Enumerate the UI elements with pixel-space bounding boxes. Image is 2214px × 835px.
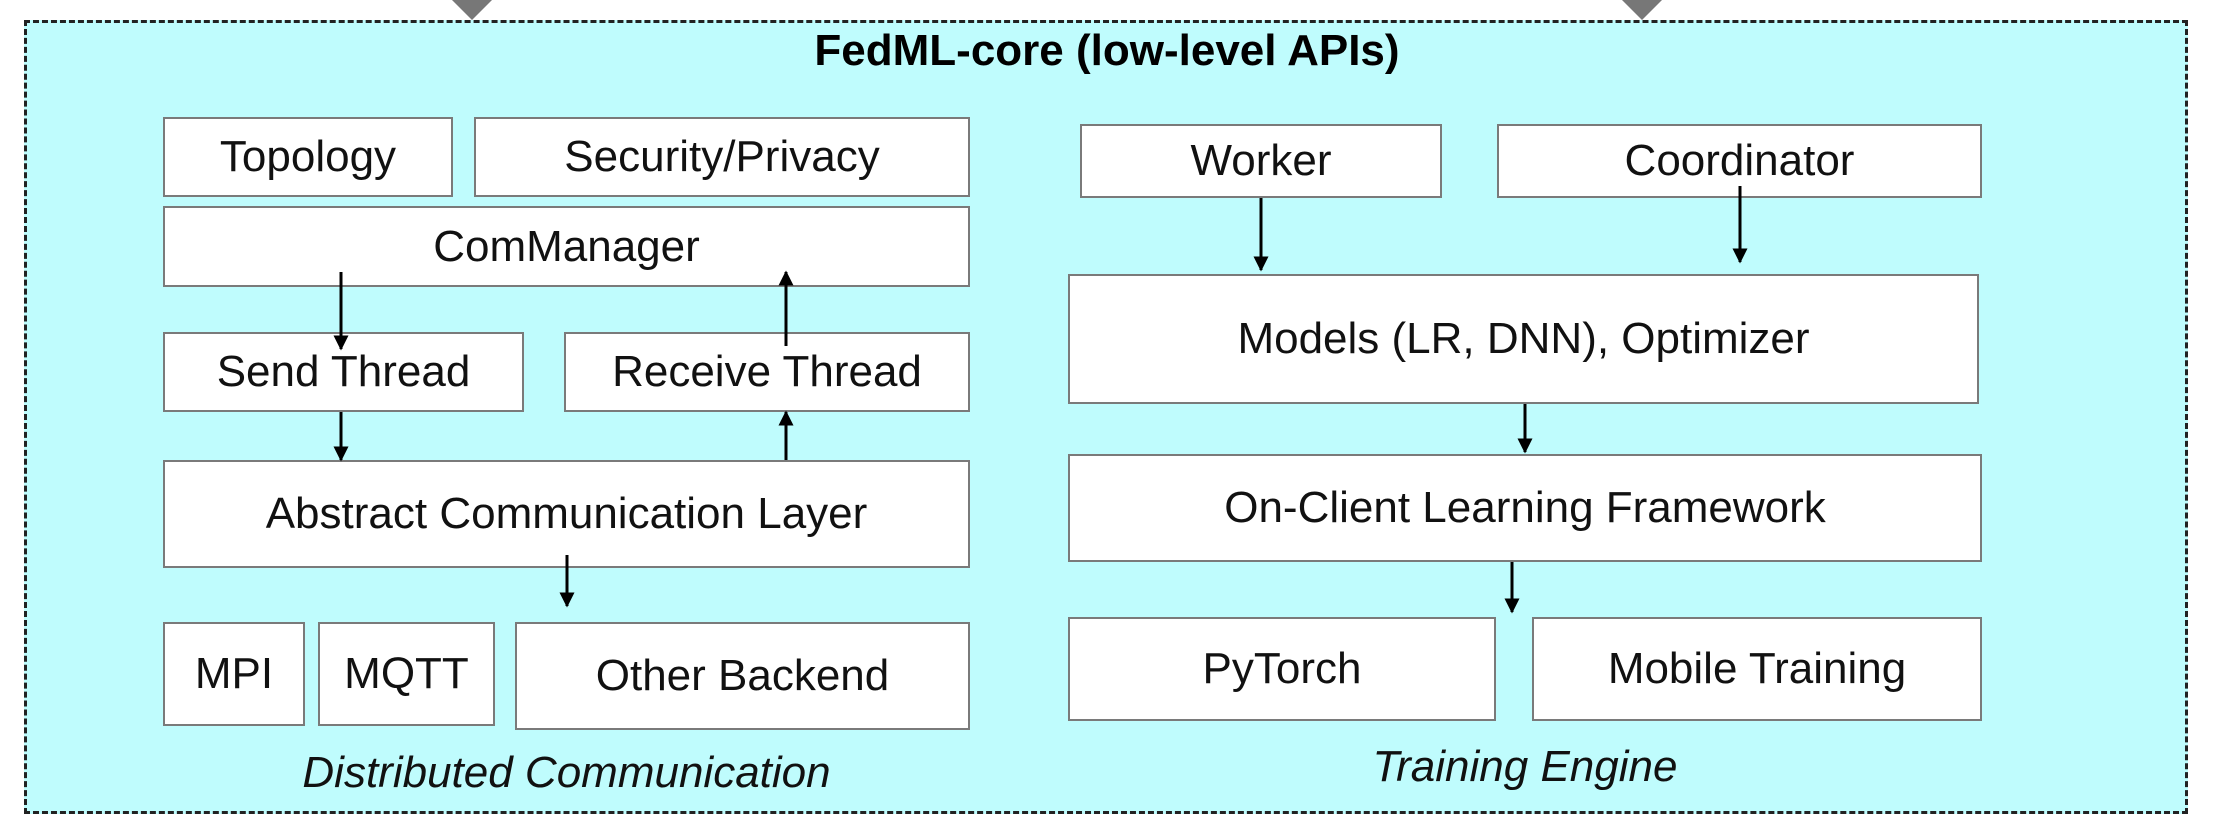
distributed-communication-caption: Distributed Communication (302, 748, 831, 797)
on-client-learning-framework-box: On-Client Learning Framework (1068, 454, 1982, 562)
diagram-title: FedML-core (low-level APIs) (814, 26, 1400, 75)
security-privacy-box: Security/Privacy (474, 117, 970, 197)
mpi-box: MPI (163, 622, 305, 726)
top-connector-notch-left (452, 0, 492, 20)
send-thread-box: Send Thread (163, 332, 524, 412)
receive-thread-box: Receive Thread (564, 332, 970, 412)
worker-box: Worker (1080, 124, 1442, 198)
coordinator-box: Coordinator (1497, 124, 1982, 198)
mobile-training-box: Mobile Training (1532, 617, 1982, 721)
pytorch-box: PyTorch (1068, 617, 1496, 721)
models-optimizer-box: Models (LR, DNN), Optimizer (1068, 274, 1979, 404)
training-engine-caption: Training Engine (1372, 742, 1678, 791)
other-backend-box: Other Backend (515, 622, 970, 730)
abstract-communication-layer-box: Abstract Communication Layer (163, 460, 970, 568)
topology-box: Topology (163, 117, 453, 197)
top-connector-notch-right (1622, 0, 1662, 20)
com-manager-box: ComManager (163, 206, 970, 287)
mqtt-box: MQTT (318, 622, 495, 726)
